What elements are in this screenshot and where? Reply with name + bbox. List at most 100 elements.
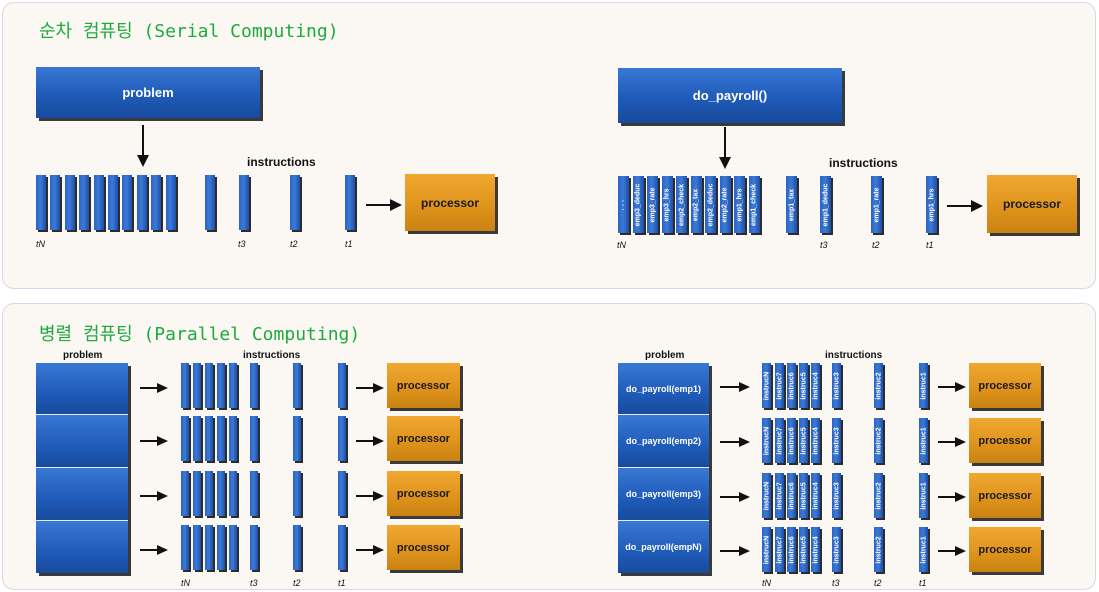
payroll-instruction-bar: instruc1	[919, 527, 928, 572]
parallel-instruction-bar	[229, 363, 237, 408]
serial-processor-label: processor	[420, 195, 480, 210]
payroll-instruction-bar-label: instruc2	[875, 481, 882, 510]
serial-instruction-bar	[122, 175, 133, 230]
payroll-processor-arrow	[938, 382, 966, 392]
parallel-t-label-tN: tN	[181, 578, 190, 588]
parallel-payroll-t-label-t1: t1	[919, 578, 927, 588]
payroll-instruction-bar-label: instrucN	[763, 481, 770, 510]
parallel-instruction-bar	[338, 416, 346, 461]
payroll-instruction-bar-label: emp2_deduc	[707, 183, 714, 226]
payroll-instruction-bar: emp2_tax	[690, 176, 702, 233]
payroll-instruction-bar-label: emp3_deduc	[634, 183, 642, 226]
payroll-instruction-bar-label: emp3_rate	[649, 186, 656, 223]
parallel-instruction-bar	[181, 471, 189, 516]
parallel-payroll-t-label-tN: tN	[762, 578, 771, 588]
serial-instructions-label: instructions	[247, 155, 316, 169]
parallel-instruction-bar	[217, 363, 225, 408]
parallel-instruction-bar	[217, 416, 225, 461]
payroll-instruction-bar: instruc5	[799, 527, 808, 572]
parallel-payroll-problem-heading: problem	[645, 350, 685, 361]
parallel-instruction-bar	[293, 416, 301, 461]
payroll-instruction-bar: emp2_check	[676, 176, 687, 233]
payroll-instruction-bar-label: instruc7	[776, 481, 783, 510]
payroll-instruction-bar: instruc4	[811, 418, 820, 463]
serial-instruction-bar	[79, 175, 90, 230]
payroll-instruction-bar: instrucN	[762, 418, 771, 463]
serial-instruction-bar	[108, 175, 118, 230]
payroll-instruction-bar-label: instruc6	[788, 426, 795, 455]
payroll-instruction-bar-label: instruc5	[800, 481, 807, 510]
payroll-processor-arrow	[938, 546, 966, 556]
parallel-instruction-bar	[181, 416, 189, 461]
parallel-problem-part-1	[36, 363, 128, 415]
payroll-processor-box-label: processor	[978, 543, 1032, 556]
payroll-instruction-bar: instruc7	[775, 473, 784, 518]
parallel-t-label-t3: t3	[250, 578, 258, 588]
payroll-instruction-bar-label: instruc5	[800, 535, 807, 564]
payroll-row-emp3: do_payroll(emp3)	[618, 468, 709, 521]
parallel-instruction-bar	[229, 416, 237, 461]
parallel-processor-box: processor	[387, 525, 460, 570]
parallel-instruction-bar	[338, 525, 346, 570]
parallel-processor-box: processor	[387, 416, 460, 461]
payroll-instruction-bar: emp1_rate	[871, 176, 882, 233]
serial-instruction-bar	[151, 175, 162, 230]
payroll-problem-box: do_payroll()	[618, 68, 842, 123]
parallel-problem-stack	[36, 363, 128, 573]
payroll-processor-arrow	[938, 437, 966, 447]
payroll-instruction-bar-label: instruc3	[833, 371, 840, 400]
parallel-processor-box-label: processor	[396, 379, 451, 392]
serial-panel-title: 순차 컴퓨팅 (Serial Computing)	[39, 21, 339, 42]
payroll-instruction-bar: instruc7	[775, 527, 784, 572]
payroll-t-label-t3: t3	[820, 240, 828, 250]
payroll-instruction-bar-label: instruc3	[833, 426, 840, 455]
payroll-instruction-bar: emp1_check	[748, 176, 760, 233]
payroll-instruction-bar-label: emp1_hrs	[736, 187, 743, 222]
payroll-instruction-bar: instruc7	[775, 418, 784, 463]
payroll-instruction-bar: instruc4	[811, 363, 820, 408]
parallel-instruction-bar	[193, 525, 201, 570]
parallel-payroll-t-label-t3: t3	[832, 578, 840, 588]
payroll-instruction-bar: instruc2	[874, 527, 883, 572]
parallel-processor-box-label: processor	[396, 487, 451, 500]
payroll-instruction-bar-label: instruc4	[812, 535, 819, 564]
payroll-instruction-bar-label: instrucN	[763, 535, 770, 564]
parallel-processor-box: processor	[387, 471, 460, 516]
parallel-payroll-instructions-label: instructions	[825, 350, 883, 361]
payroll-instruction-bar-label: instruc2	[875, 535, 882, 564]
serial-instruction-bar	[239, 175, 249, 230]
payroll-instruction-bar: · · ·	[618, 176, 629, 233]
payroll-instruction-bar: instruc3	[832, 418, 841, 463]
payroll-instruction-bar-label: instrucN	[763, 371, 770, 400]
parallel-payroll-t-label-t2: t2	[874, 578, 882, 588]
parallel-panel-title: 병렬 컴퓨팅 (Parallel Computing)	[39, 324, 361, 345]
payroll-processor-box: processor	[969, 363, 1041, 408]
payroll-instruction-bar-label: instruc3	[833, 481, 840, 510]
payroll-processor-box: processor	[987, 175, 1077, 233]
parallel-instruction-bar	[205, 525, 213, 570]
payroll-instruction-bar-label: instruc1	[920, 371, 927, 400]
payroll-instruction-bar-label: emp1_deduc	[822, 183, 829, 226]
payroll-instruction-bar: instruc6	[787, 473, 796, 518]
payroll-instruction-bar-label: instruc2	[875, 371, 882, 400]
parallel-instruction-bar	[250, 416, 258, 461]
payroll-instruction-bar-label: instruc6	[788, 481, 795, 510]
parallel-instruction-bar	[250, 525, 258, 570]
payroll-instruction-bar: instruc3	[832, 527, 841, 572]
payroll-processor-label: processor	[1002, 197, 1062, 211]
parallel-processor-arrow	[356, 436, 384, 446]
parallel-input-arrow	[140, 491, 168, 501]
serial-t-label-t3: t3	[238, 239, 246, 249]
parallel-instruction-bar	[205, 363, 213, 408]
payroll-instruction-bar: instruc2	[874, 418, 883, 463]
parallel-instruction-bar	[250, 363, 258, 408]
serial-instruction-bar	[93, 175, 104, 230]
serial-computing-panel: 순차 컴퓨팅 (Serial Computing)	[2, 2, 1096, 289]
serial-instruction-bar	[136, 175, 147, 230]
parallel-instruction-bar	[293, 363, 301, 408]
payroll-instruction-bar: emp1_tax	[786, 176, 797, 233]
parallel-instruction-bar	[250, 471, 258, 516]
payroll-instruction-bar-label: instruc6	[788, 371, 795, 400]
payroll-instruction-bar-label: emp1_tax	[788, 188, 795, 221]
parallel-input-arrow	[140, 383, 168, 393]
